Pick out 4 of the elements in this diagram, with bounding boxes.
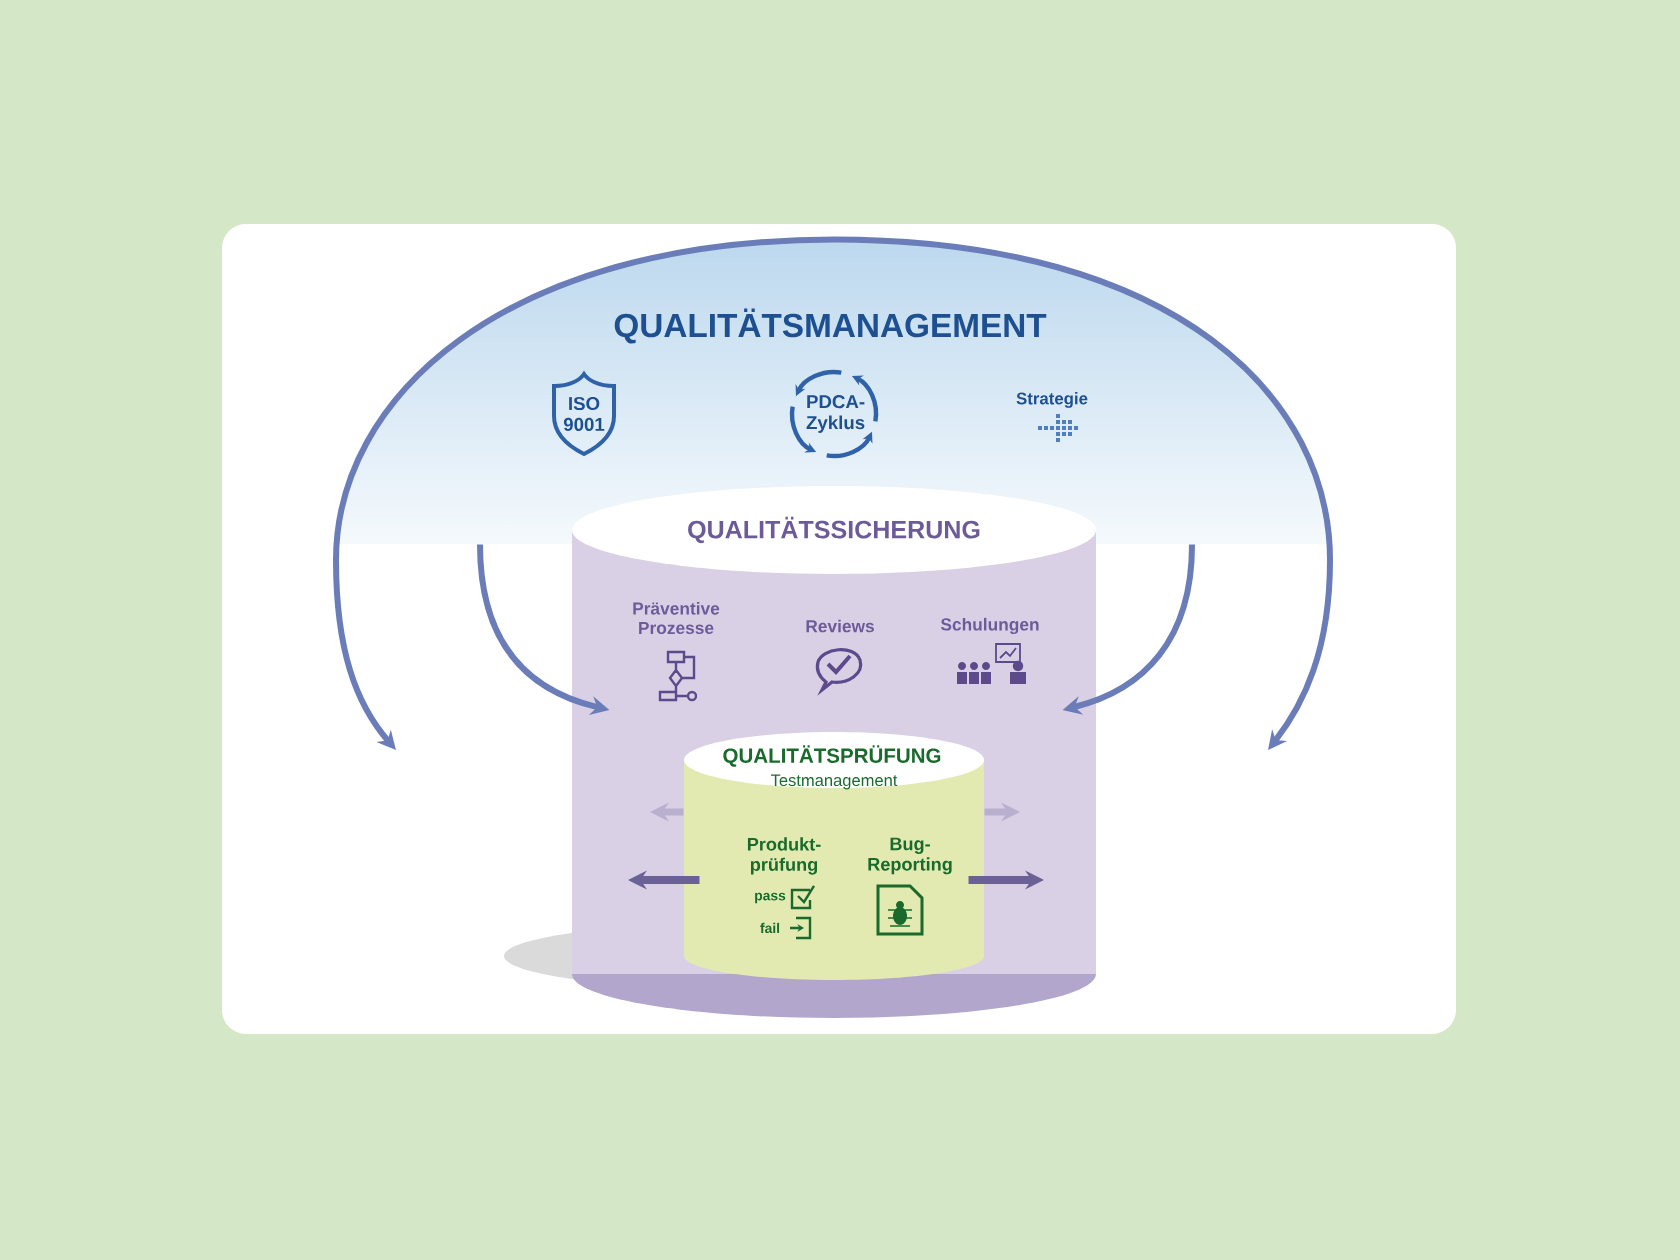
shield-text: ISO 9001	[563, 396, 605, 432]
icon-label: Strategie	[1016, 392, 1088, 408]
heading: QUALITÄTSMANAGEMENT	[614, 308, 1047, 344]
cycle-text: PDCA-Zyklus	[806, 395, 865, 433]
